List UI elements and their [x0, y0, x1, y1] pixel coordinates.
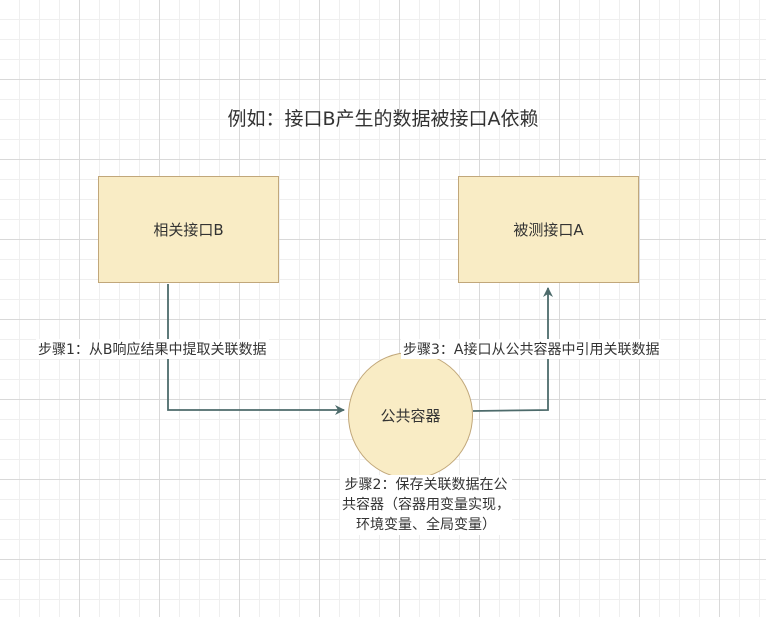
node-container[interactable]: 公共容器	[348, 352, 473, 479]
node-container-label: 公共容器	[380, 407, 441, 425]
node-interface-a[interactable]: 被测接口A	[458, 176, 639, 283]
step3-label: 步骤3：A接口从公共容器中引用关联数据	[401, 339, 662, 359]
diagram-title: 例如：接口B产生的数据被接口A依赖	[227, 108, 539, 130]
step1-label: 步骤1：从B响应结果中提取关联数据	[36, 339, 269, 359]
edge-b-to-container	[167, 284, 345, 415]
step2-label: 步骤2：保存关联数据在公共容器（容器用变量实现，环境变量、全局变量）	[340, 475, 512, 535]
node-interface-a-label: 被测接口A	[513, 221, 584, 239]
edge-container-to-a	[472, 287, 553, 412]
node-interface-b[interactable]: 相关接口B	[98, 176, 279, 283]
node-interface-b-label: 相关接口B	[153, 221, 224, 239]
